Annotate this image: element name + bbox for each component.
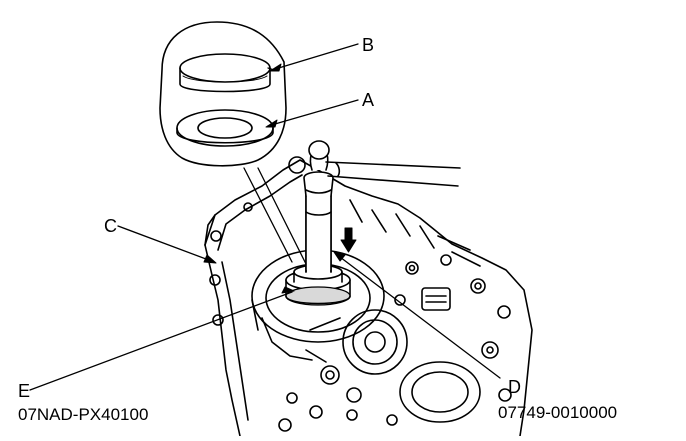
leader-lines	[29, 43, 501, 391]
seal-a	[176, 109, 274, 147]
leader-d	[335, 253, 501, 379]
leader-a	[267, 99, 359, 127]
tool-d-part-number: 07749-0010000	[498, 403, 618, 422]
callout-d-label: D	[508, 377, 521, 397]
callout-e-label: E	[18, 381, 31, 401]
leader-e	[29, 291, 293, 391]
callout-a-label: A	[362, 90, 375, 110]
callout-c-label: C	[104, 216, 117, 236]
leader-c	[117, 225, 215, 263]
push-down-arrow-icon	[340, 227, 357, 253]
detail-inset	[159, 21, 287, 167]
transmission-case	[204, 156, 533, 437]
callout-b-label: B	[362, 35, 375, 55]
tool-e-part-number: 07NAD-PX40100	[18, 405, 149, 424]
collar-b	[179, 53, 271, 93]
driver-tool	[285, 140, 461, 306]
leader-b	[271, 43, 359, 71]
